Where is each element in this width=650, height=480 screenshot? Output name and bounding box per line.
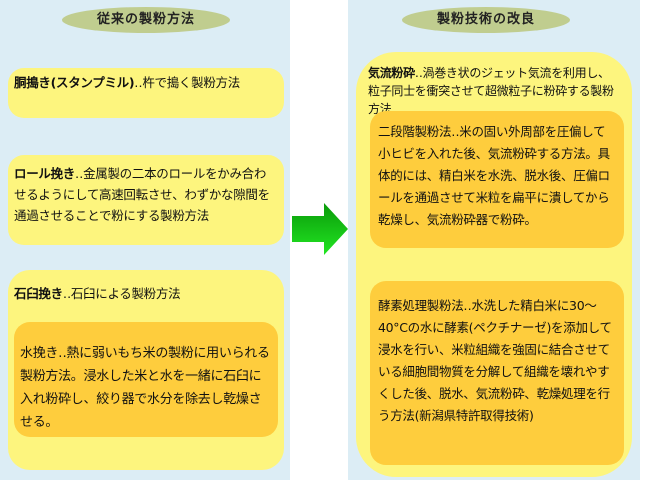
air-flow-grinding-text: 気流粉砕‥渦巻き状のジェット気流を利用し、粒子同士を衝突させて超微粒子に粉砕する… (368, 66, 614, 116)
air-flow-grinding-term: 気流粉砕 (368, 66, 415, 80)
right-arrow-icon (292, 203, 348, 255)
improved-methods-panel: 製粉技術の改良 気流粉砕‥渦巻き状のジェット気流を利用し、粒子同士を衝突させて超… (348, 0, 640, 480)
stone-mill-text: 石臼挽き‥石臼による製粉方法 (14, 286, 181, 301)
wet-grinding-text: 水挽き‥熱に弱いもち米の製粉に用いられる製粉方法。浸水した米と水を一緒に石臼に入… (20, 346, 270, 430)
stamp-mill-box: 胴搗き(スタンプミル)‥杵で搗く製粉方法 (8, 68, 284, 118)
air-flow-grinding-desc: 渦巻き状のジェット気流を利用し、粒子同士を衝突させて超微粒子に粉砕する製粉方法 (368, 66, 614, 116)
stamp-mill-desc: 杵で搗く製粉方法 (142, 75, 240, 90)
stone-mill-desc: 石臼による製粉方法 (70, 286, 181, 301)
enzyme-method-text: 酵素処理製粉法‥水洗した精白米に30～40°Cの水に酵素(ペクチナーゼ)を添加し… (378, 298, 612, 423)
improved-methods-title: 製粉技術の改良 (402, 7, 570, 33)
wet-grinding-box: 水挽き‥熱に弱いもち米の製粉に用いられる製粉方法。浸水した米と水を一緒に石臼に入… (14, 322, 278, 437)
stamp-mill-term: 胴搗き(スタンプミル) (14, 75, 135, 90)
traditional-methods-panel: 従来の製粉方法 胴搗き(スタンプミル)‥杵で搗く製粉方法 ロール挽き‥金属製の二… (0, 0, 290, 480)
enzyme-method-box: 酵素処理製粉法‥水洗した精白米に30～40°Cの水に酵素(ペクチナーゼ)を添加し… (370, 281, 624, 465)
stone-mill-term: 石臼挽き (14, 286, 63, 301)
air-flow-grinding-box: 気流粉砕‥渦巻き状のジェット気流を利用し、粒子同士を衝突させて超微粒子に粉砕する… (356, 52, 632, 477)
roll-mill-text: ロール挽き‥金属製の二本のロールをかみ合わせるようにして高速回転させ、わずかな隙… (14, 166, 270, 223)
roll-mill-desc: 金属製の二本のロールをかみ合わせるようにして高速回転させ、わずかな隙間を通過させ… (14, 166, 270, 223)
stamp-mill-text: 胴搗き(スタンプミル)‥杵で搗く製粉方法 (14, 75, 240, 90)
roll-mill-term: ロール挽き (14, 166, 76, 181)
two-stage-method-box: 二段階製粉法‥米の固い外周部を圧偏して小ヒビを入れた後、気流粉砕する方法。具体的… (370, 111, 624, 248)
roll-mill-box: ロール挽き‥金属製の二本のロールをかみ合わせるようにして高速回転させ、わずかな隙… (8, 155, 284, 245)
traditional-methods-title: 従来の製粉方法 (62, 7, 230, 33)
two-stage-method-text: 二段階製粉法‥米の固い外周部を圧偏して小ヒビを入れた後、気流粉砕する方法。具体的… (378, 124, 610, 227)
stone-mill-box: 石臼挽き‥石臼による製粉方法 水挽き‥熱に弱いもち米の製粉に用いられる製粉方法。… (8, 270, 284, 470)
